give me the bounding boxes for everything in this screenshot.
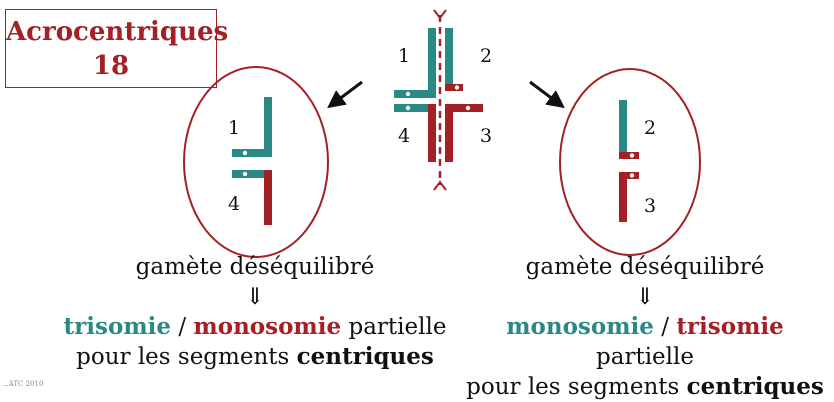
left-line-2: pour les segments centriques <box>76 343 434 370</box>
chromosome-label-4: 4 <box>398 125 410 147</box>
arrow-right <box>529 80 565 109</box>
right-gamete: 2 3 <box>559 68 701 256</box>
right-down-arrow: ⇓ <box>635 284 655 310</box>
right-line-1: monosomie / trisomie partielle <box>506 313 784 370</box>
title-box: Acrocentriques 18 <box>5 9 229 88</box>
left-word-trisomie: trisomie <box>63 313 172 340</box>
chromosome-label-2: 2 <box>480 45 492 67</box>
left-word-monosomie: monosomie <box>193 313 342 340</box>
meiosis-axis <box>433 9 447 191</box>
translocation-diagram: 1 2 4 3 1 4 2 3 <box>183 9 701 258</box>
left-caption: gamète déséquilibré ⇓ trisomie / monosom… <box>60 252 450 372</box>
gamete-label-3: 3 <box>644 195 656 217</box>
arrow-left <box>327 80 363 109</box>
title-line-2: 18 <box>92 51 130 81</box>
left-result-text: gamète déséquilibré <box>135 254 375 280</box>
gamete-label-2: 2 <box>644 117 656 139</box>
right-word-monosomie: monosomie <box>506 313 654 340</box>
right-caption: gamète déséquilibré ⇓ monosomie / trisom… <box>458 252 832 402</box>
left-gamete: 1 4 <box>183 66 329 258</box>
gamete-label-4: 4 <box>228 193 240 215</box>
right-word-trisomie: trisomie <box>676 313 784 340</box>
gamete-label-1: 1 <box>228 117 240 139</box>
chromosome-label-1: 1 <box>398 45 410 67</box>
title-line-1: Acrocentriques <box>6 17 229 47</box>
left-line-1: trisomie / monosomie partielle <box>63 313 447 340</box>
chromosome-label-3: 3 <box>480 125 492 147</box>
quadrivalent-figure: 1 2 4 3 <box>394 28 492 162</box>
left-down-arrow: ⇓ <box>245 284 265 310</box>
right-result-text: gamète déséquilibré <box>525 254 765 280</box>
footer-note: ...ATC 2010 <box>2 380 44 388</box>
right-line-2: pour les segments centriques <box>466 373 824 400</box>
